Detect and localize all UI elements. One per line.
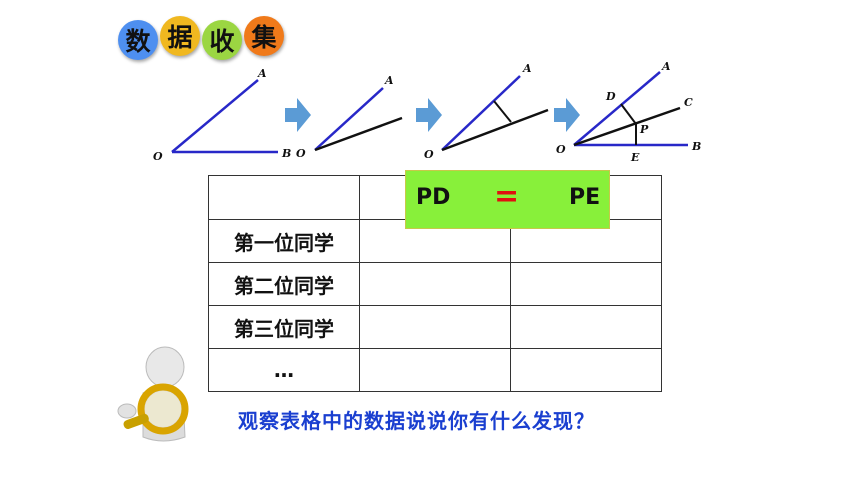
fold-line <box>314 116 403 152</box>
label-o: O <box>556 143 566 156</box>
thinking-figure-icon <box>117 346 189 442</box>
ray-oa <box>441 75 521 151</box>
label-a: A <box>661 60 671 73</box>
step-3-folded-angle: A O <box>424 62 549 161</box>
ray-oa <box>314 87 384 151</box>
step-4-bisector: A O B C D E P <box>556 60 701 164</box>
title-char-3: 收 <box>202 20 242 60</box>
row-label: 第二位同学 <box>208 262 360 306</box>
ray-oc <box>573 106 681 147</box>
arrow-icon <box>416 98 442 132</box>
label-a: A <box>257 67 267 80</box>
title-char-1: 数 <box>118 20 158 60</box>
table-cell <box>359 348 511 392</box>
ray-oa <box>171 79 259 153</box>
equals-sign: = <box>494 179 520 214</box>
table-row: … <box>208 348 662 392</box>
label-o: O <box>153 150 163 163</box>
table-cell <box>359 262 511 306</box>
table-row: 第二位同学 <box>208 262 662 306</box>
ray-oa <box>573 71 661 146</box>
title-char-2: 据 <box>160 16 200 56</box>
label-b: B <box>281 147 291 160</box>
label-o: O <box>424 148 434 161</box>
step-1-angle: A O B <box>153 67 291 163</box>
row-label: … <box>208 348 360 392</box>
question-text: 观察表格中的数据说说你有什么发现？ <box>238 409 595 433</box>
table-cell <box>208 175 360 220</box>
pe-label: PE <box>569 185 601 210</box>
table-cell <box>510 348 662 392</box>
label-a: A <box>522 62 532 75</box>
label-c: C <box>684 96 693 109</box>
arrow-icon <box>285 98 311 132</box>
construction-diagram: A O B A O A O A O B C D E P <box>153 60 701 164</box>
arrow-icon <box>554 98 580 132</box>
pd-equals-pe-highlight: PD = PE <box>405 170 610 229</box>
label-e: E <box>630 151 640 164</box>
step-2-folded-angle: A O <box>296 74 403 160</box>
label-b: B <box>691 140 701 153</box>
perpendicular-segment <box>493 100 512 123</box>
label-a: A <box>384 74 394 87</box>
row-label: 第一位同学 <box>208 219 360 263</box>
table-cell <box>510 305 662 349</box>
table-cell <box>359 305 511 349</box>
segment-pd <box>620 103 637 125</box>
label-d: D <box>605 90 616 103</box>
row-label: 第三位同学 <box>208 305 360 349</box>
label-o: O <box>296 147 306 160</box>
fold-line <box>441 108 549 152</box>
title-char-4: 集 <box>244 16 284 56</box>
label-p: P <box>639 123 649 136</box>
table-cell <box>510 262 662 306</box>
table-row: 第三位同学 <box>208 305 662 349</box>
pd-label: PD <box>416 185 451 210</box>
